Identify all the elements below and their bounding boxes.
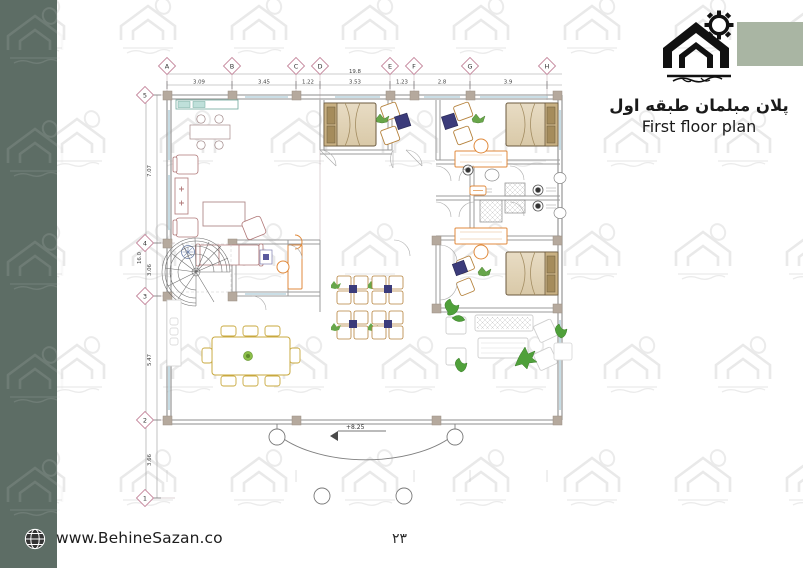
watermark-logo bbox=[367, 335, 453, 397]
bedroom-top-right bbox=[440, 101, 559, 147]
watermark-logo bbox=[105, 0, 191, 58]
watermark-logo bbox=[145, 335, 231, 397]
left-accent-sidebar bbox=[0, 0, 64, 523]
watermark-logo bbox=[327, 222, 413, 284]
svg-text:3.06: 3.06 bbox=[147, 263, 153, 276]
watermark-logo bbox=[145, 109, 231, 171]
watermark-logo bbox=[700, 335, 786, 397]
svg-text:H: H bbox=[545, 63, 550, 71]
svg-text:2: 2 bbox=[143, 417, 147, 425]
living-room-furniture bbox=[172, 114, 273, 267]
page-number: ۲۳ bbox=[392, 531, 408, 547]
svg-text:3.66: 3.66 bbox=[147, 453, 153, 466]
watermark-logo bbox=[0, 119, 78, 181]
svg-text:3.45: 3.45 bbox=[258, 80, 270, 86]
behine-sazan-logo-icon bbox=[649, 8, 749, 86]
svg-text:3.9: 3.9 bbox=[504, 80, 513, 86]
watermark-logo bbox=[216, 222, 302, 284]
watermark-logo bbox=[216, 0, 302, 58]
watermark-logo bbox=[0, 6, 78, 68]
watermark-logo bbox=[105, 448, 191, 510]
svg-text:E: E bbox=[388, 63, 392, 71]
grid-bubble-row-top: A B C D E F G H bbox=[157, 56, 557, 76]
svg-text:1.22: 1.22 bbox=[302, 80, 314, 86]
watermark-logo bbox=[256, 109, 342, 171]
watermark-logo bbox=[105, 222, 191, 284]
svg-text:4: 4 bbox=[143, 240, 147, 248]
watermark-logo bbox=[771, 222, 803, 284]
svg-text:F: F bbox=[412, 63, 416, 71]
svg-text:16.0: 16.0 bbox=[137, 251, 143, 264]
watermark-logo bbox=[216, 448, 302, 510]
svg-text:1.23: 1.23 bbox=[396, 80, 408, 86]
central-lounge-seating bbox=[331, 275, 404, 340]
bedroom-top-left bbox=[323, 101, 412, 147]
title-block: پلان مبلمان طبقه اول First floor plan bbox=[609, 8, 789, 136]
svg-text:19.8: 19.8 bbox=[349, 69, 362, 75]
watermark-logo bbox=[589, 335, 675, 397]
dining-table-group bbox=[201, 325, 301, 387]
watermark-logo bbox=[367, 109, 453, 171]
watermark-logo bbox=[438, 448, 524, 510]
column-round-center bbox=[294, 234, 303, 250]
website-url[interactable]: www.BehineSazan.co bbox=[56, 529, 223, 547]
svg-text:G: G bbox=[467, 63, 472, 71]
svg-text:2.8: 2.8 bbox=[438, 80, 447, 86]
watermark-logo bbox=[478, 335, 564, 397]
watermark-logo bbox=[771, 448, 803, 510]
watermark-logo bbox=[478, 109, 564, 171]
svg-text:1: 1 bbox=[143, 495, 147, 503]
watermark-logo bbox=[660, 222, 746, 284]
plan-title-en: First floor plan bbox=[641, 117, 757, 136]
svg-text:C: C bbox=[294, 63, 299, 71]
svg-text:3.53: 3.53 bbox=[349, 80, 361, 86]
page-footer bbox=[0, 523, 803, 568]
svg-text:+8.25: +8.25 bbox=[346, 424, 365, 431]
svg-text:D: D bbox=[317, 63, 322, 71]
vanity-console-upper bbox=[454, 138, 508, 168]
svg-text:B: B bbox=[230, 63, 234, 71]
bathroom-fixtures bbox=[462, 164, 567, 223]
globe-icon bbox=[24, 528, 46, 550]
watermark-logo bbox=[438, 222, 524, 284]
spiral-staircase bbox=[161, 237, 232, 307]
svg-text:5: 5 bbox=[143, 92, 147, 100]
grid-bubble-col-left: 5 4 3 2 1 bbox=[135, 85, 155, 508]
plan-title-fa: پلان مبلمان طبقه اول bbox=[609, 96, 789, 115]
watermark-logo bbox=[549, 222, 635, 284]
svg-text:5.47: 5.47 bbox=[147, 354, 153, 366]
watermark-logo bbox=[0, 345, 78, 407]
watermark-logo bbox=[549, 448, 635, 510]
curved-balcony bbox=[268, 424, 464, 505]
terrace-outdoor-lounge bbox=[444, 298, 573, 373]
bbq-counter bbox=[166, 299, 182, 367]
watermark-logo bbox=[327, 448, 413, 510]
svg-text:3.09: 3.09 bbox=[193, 80, 206, 86]
svg-text:3: 3 bbox=[143, 293, 147, 301]
console-left-center bbox=[276, 244, 303, 290]
elevation-marker: +8.25 bbox=[330, 424, 386, 441]
watermark-logo bbox=[660, 448, 746, 510]
watermark-logo bbox=[256, 335, 342, 397]
kitchen-counter bbox=[175, 99, 239, 110]
svg-text:A: A bbox=[165, 63, 170, 71]
watermark-logo bbox=[0, 458, 78, 520]
watermark-logo bbox=[438, 0, 524, 58]
bedroom-lower-right bbox=[451, 251, 559, 296]
vanity-console-lower bbox=[454, 227, 508, 260]
svg-text:7.07: 7.07 bbox=[147, 165, 153, 177]
watermark-logo bbox=[327, 0, 413, 58]
watermark-logo bbox=[0, 232, 78, 294]
